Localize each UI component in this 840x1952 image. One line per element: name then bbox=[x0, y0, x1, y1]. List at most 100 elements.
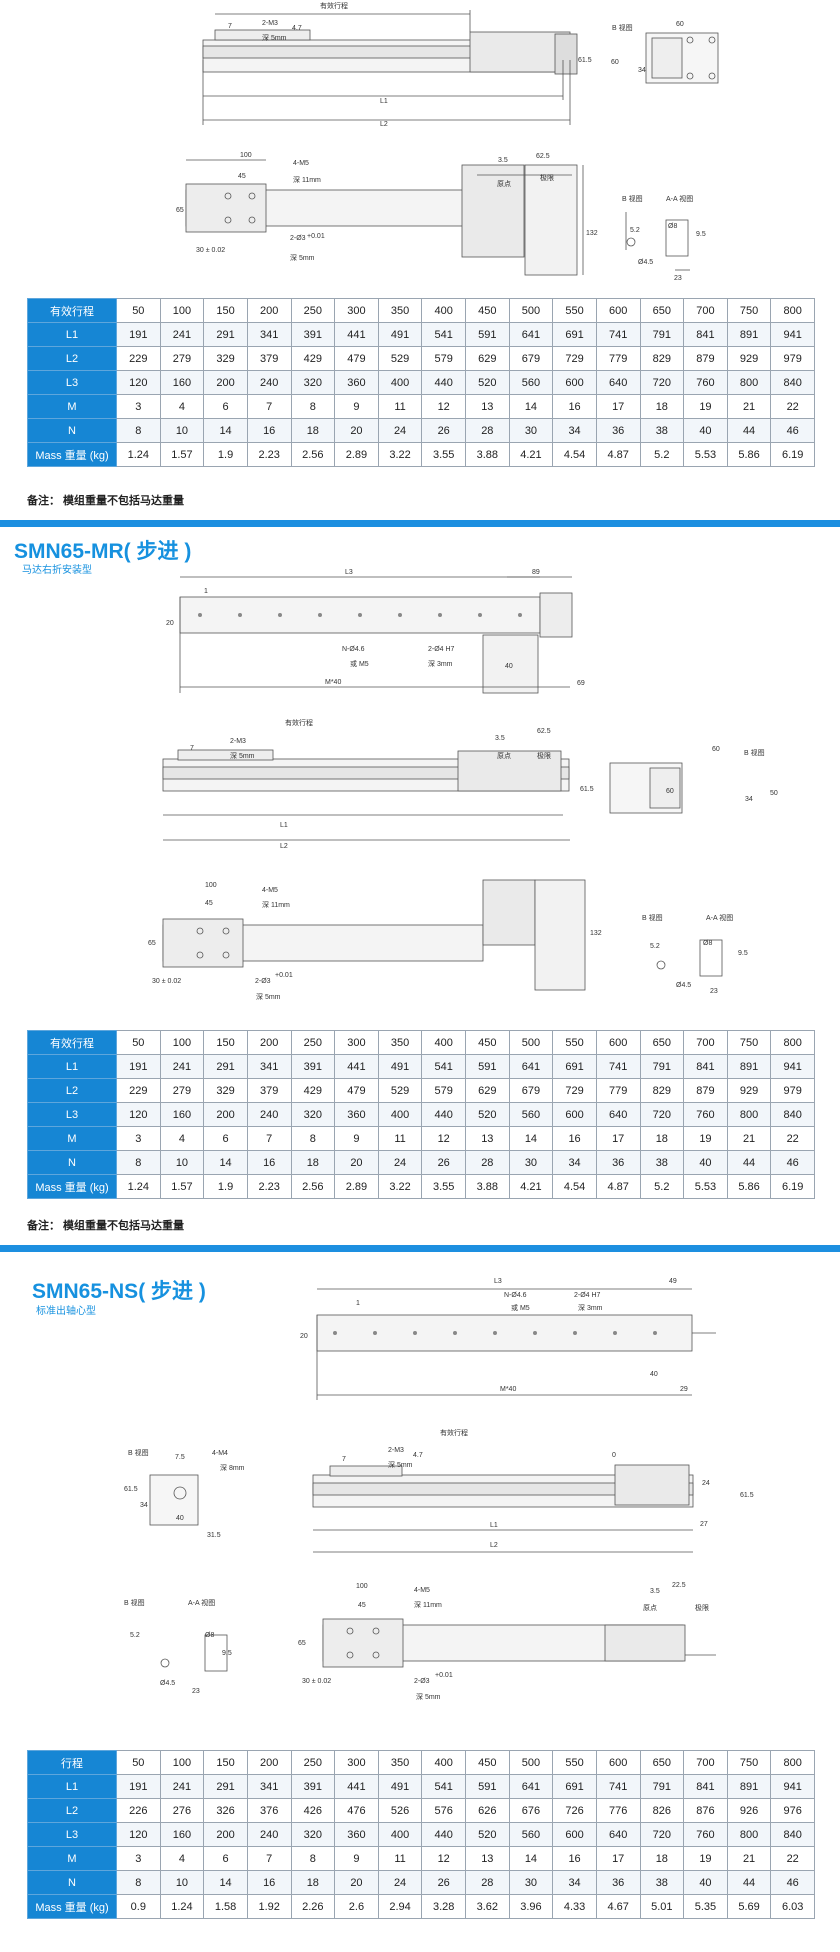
table-cell: 500 bbox=[508, 1030, 554, 1055]
label-n615b: 61.5 bbox=[580, 786, 594, 793]
table-row: 有效行程 50 100 150 200 250 300 350 400 450 … bbox=[27, 298, 815, 323]
table-cell: 750 bbox=[726, 1750, 772, 1775]
table-cell: 640 bbox=[595, 1822, 641, 1847]
table-cell: 979 bbox=[770, 1078, 815, 1103]
table-cell: 8 bbox=[290, 1846, 336, 1871]
table-cell: 46 bbox=[770, 418, 815, 443]
table-cell: 17 bbox=[595, 1846, 641, 1871]
label-n132b: 132 bbox=[590, 930, 602, 937]
table-cell: 879 bbox=[683, 1078, 728, 1103]
section3-drawings: L3 49 N-Ø4.6 或 M5 2-Ø4 H7 深 3mm 1 20 40 … bbox=[0, 1265, 840, 1740]
table-cell: 3 bbox=[116, 394, 161, 419]
table-cell: 16 bbox=[552, 1126, 597, 1151]
table-cell: 929 bbox=[726, 346, 772, 371]
label-l2: L2 bbox=[380, 121, 388, 128]
spec-table-section2: 有效行程 50 100 150 200 250 300 350 400 450 … bbox=[27, 1030, 815, 1199]
table-cell: 50 bbox=[116, 298, 161, 323]
label-m3b: 2-M3 bbox=[230, 738, 246, 745]
label-m3depth-b: 深 5mm bbox=[230, 751, 255, 760]
table-cell: 19 bbox=[683, 1846, 728, 1871]
table-cell: 120 bbox=[116, 1102, 161, 1127]
table-cell: 350 bbox=[377, 298, 423, 323]
table-cell: 729 bbox=[552, 346, 597, 371]
table-cell: 400 bbox=[377, 1102, 423, 1127]
table-cell: 291 bbox=[203, 1054, 248, 1079]
table-cell: 34 bbox=[552, 1150, 597, 1175]
table-cell: 200 bbox=[203, 1102, 248, 1127]
table-cell: 600 bbox=[552, 1102, 597, 1127]
table-cell: 391 bbox=[290, 1774, 336, 1799]
table-row-label: L1 bbox=[27, 1054, 117, 1079]
label-n45: 45 bbox=[238, 173, 246, 180]
table-cell: 14 bbox=[203, 418, 248, 443]
table-cell: 0.9 bbox=[116, 1894, 161, 1919]
table-cell: 429 bbox=[290, 1078, 336, 1103]
table-cell: 891 bbox=[726, 1774, 772, 1799]
label-d46: N-Ø4.6 bbox=[342, 646, 365, 653]
table-cell: 341 bbox=[246, 1774, 292, 1799]
label-d4h7c: 2-Ø4 H7 bbox=[574, 1292, 601, 1299]
table-cell: 2.6 bbox=[334, 1894, 379, 1919]
table-cell: 24 bbox=[377, 418, 423, 443]
table-cell: 500 bbox=[508, 298, 554, 323]
section2-technical-drawing: L3 89 1 20 N-Ø4.6 或 M5 2-Ø4 H7 深 3mm 40 … bbox=[148, 569, 778, 1001]
label-n1c: 1 bbox=[356, 1300, 360, 1307]
table-cell: 650 bbox=[639, 1750, 685, 1775]
table-cell: 640 bbox=[595, 1102, 641, 1127]
table-cell: 1.9 bbox=[203, 442, 248, 467]
label-n75: 7.5 bbox=[175, 1454, 185, 1461]
table-cell: 5.35 bbox=[683, 1894, 728, 1919]
table-cell: 2.56 bbox=[290, 442, 336, 467]
table-cell: 2.23 bbox=[246, 1174, 292, 1199]
table-cell: 150 bbox=[203, 1030, 248, 1055]
table-cell: 10 bbox=[159, 418, 205, 443]
table-cell: 18 bbox=[639, 1846, 685, 1871]
table-cell: 300 bbox=[334, 1750, 379, 1775]
table-cell: 1.57 bbox=[159, 442, 205, 467]
table-cell: 941 bbox=[770, 322, 815, 347]
table-cell: 691 bbox=[552, 1774, 597, 1799]
table-cell: 17 bbox=[595, 1126, 641, 1151]
label-aaview3: A-A 视图 bbox=[188, 1598, 215, 1607]
table-cell: 550 bbox=[552, 1030, 597, 1055]
table-cell: 400 bbox=[421, 298, 466, 323]
label-n23b: 23 bbox=[710, 988, 718, 995]
table-cell: 600 bbox=[595, 298, 641, 323]
table-cell: 6 bbox=[203, 1126, 248, 1151]
table-cell: 800 bbox=[770, 298, 815, 323]
table-cell: 9 bbox=[334, 1846, 379, 1871]
label-origin3: 原点 bbox=[643, 1604, 657, 1612]
table-cell: 491 bbox=[377, 1054, 423, 1079]
label-n34: 34 bbox=[638, 67, 646, 74]
table-cell: 10 bbox=[159, 1150, 205, 1175]
table-cell: 22 bbox=[770, 394, 815, 419]
table-cell: 541 bbox=[421, 1774, 466, 1799]
table-cell: 750 bbox=[726, 298, 772, 323]
label-n7c: 7 bbox=[342, 1456, 346, 1463]
table-cell: 1.58 bbox=[203, 1894, 248, 1919]
table-cell: 4.54 bbox=[552, 1174, 597, 1199]
table-cell: 8 bbox=[116, 1150, 161, 1175]
table-cell: 200 bbox=[246, 1030, 292, 1055]
table-cell: 750 bbox=[726, 1030, 772, 1055]
table-cell: 13 bbox=[465, 1846, 510, 1871]
table-cell: 879 bbox=[683, 346, 728, 371]
table-cell: 12 bbox=[421, 1126, 466, 1151]
table-row-label: N bbox=[27, 1150, 117, 1175]
label-m4: 4-M4 bbox=[212, 1450, 228, 1457]
label-n35c: 3.5 bbox=[650, 1588, 660, 1595]
table-cell: 100 bbox=[159, 1030, 205, 1055]
label-n23: 23 bbox=[674, 275, 682, 282]
table-cell: 376 bbox=[246, 1798, 292, 1823]
table-cell: 3.88 bbox=[465, 442, 510, 467]
label-n52c: 5.2 bbox=[130, 1632, 140, 1639]
table-cell: 36 bbox=[595, 418, 641, 443]
table-cell: 240 bbox=[246, 1822, 292, 1847]
table-cell: 550 bbox=[552, 1750, 597, 1775]
label-n29: 29 bbox=[680, 1386, 688, 1393]
table-cell: 21 bbox=[726, 1126, 772, 1151]
